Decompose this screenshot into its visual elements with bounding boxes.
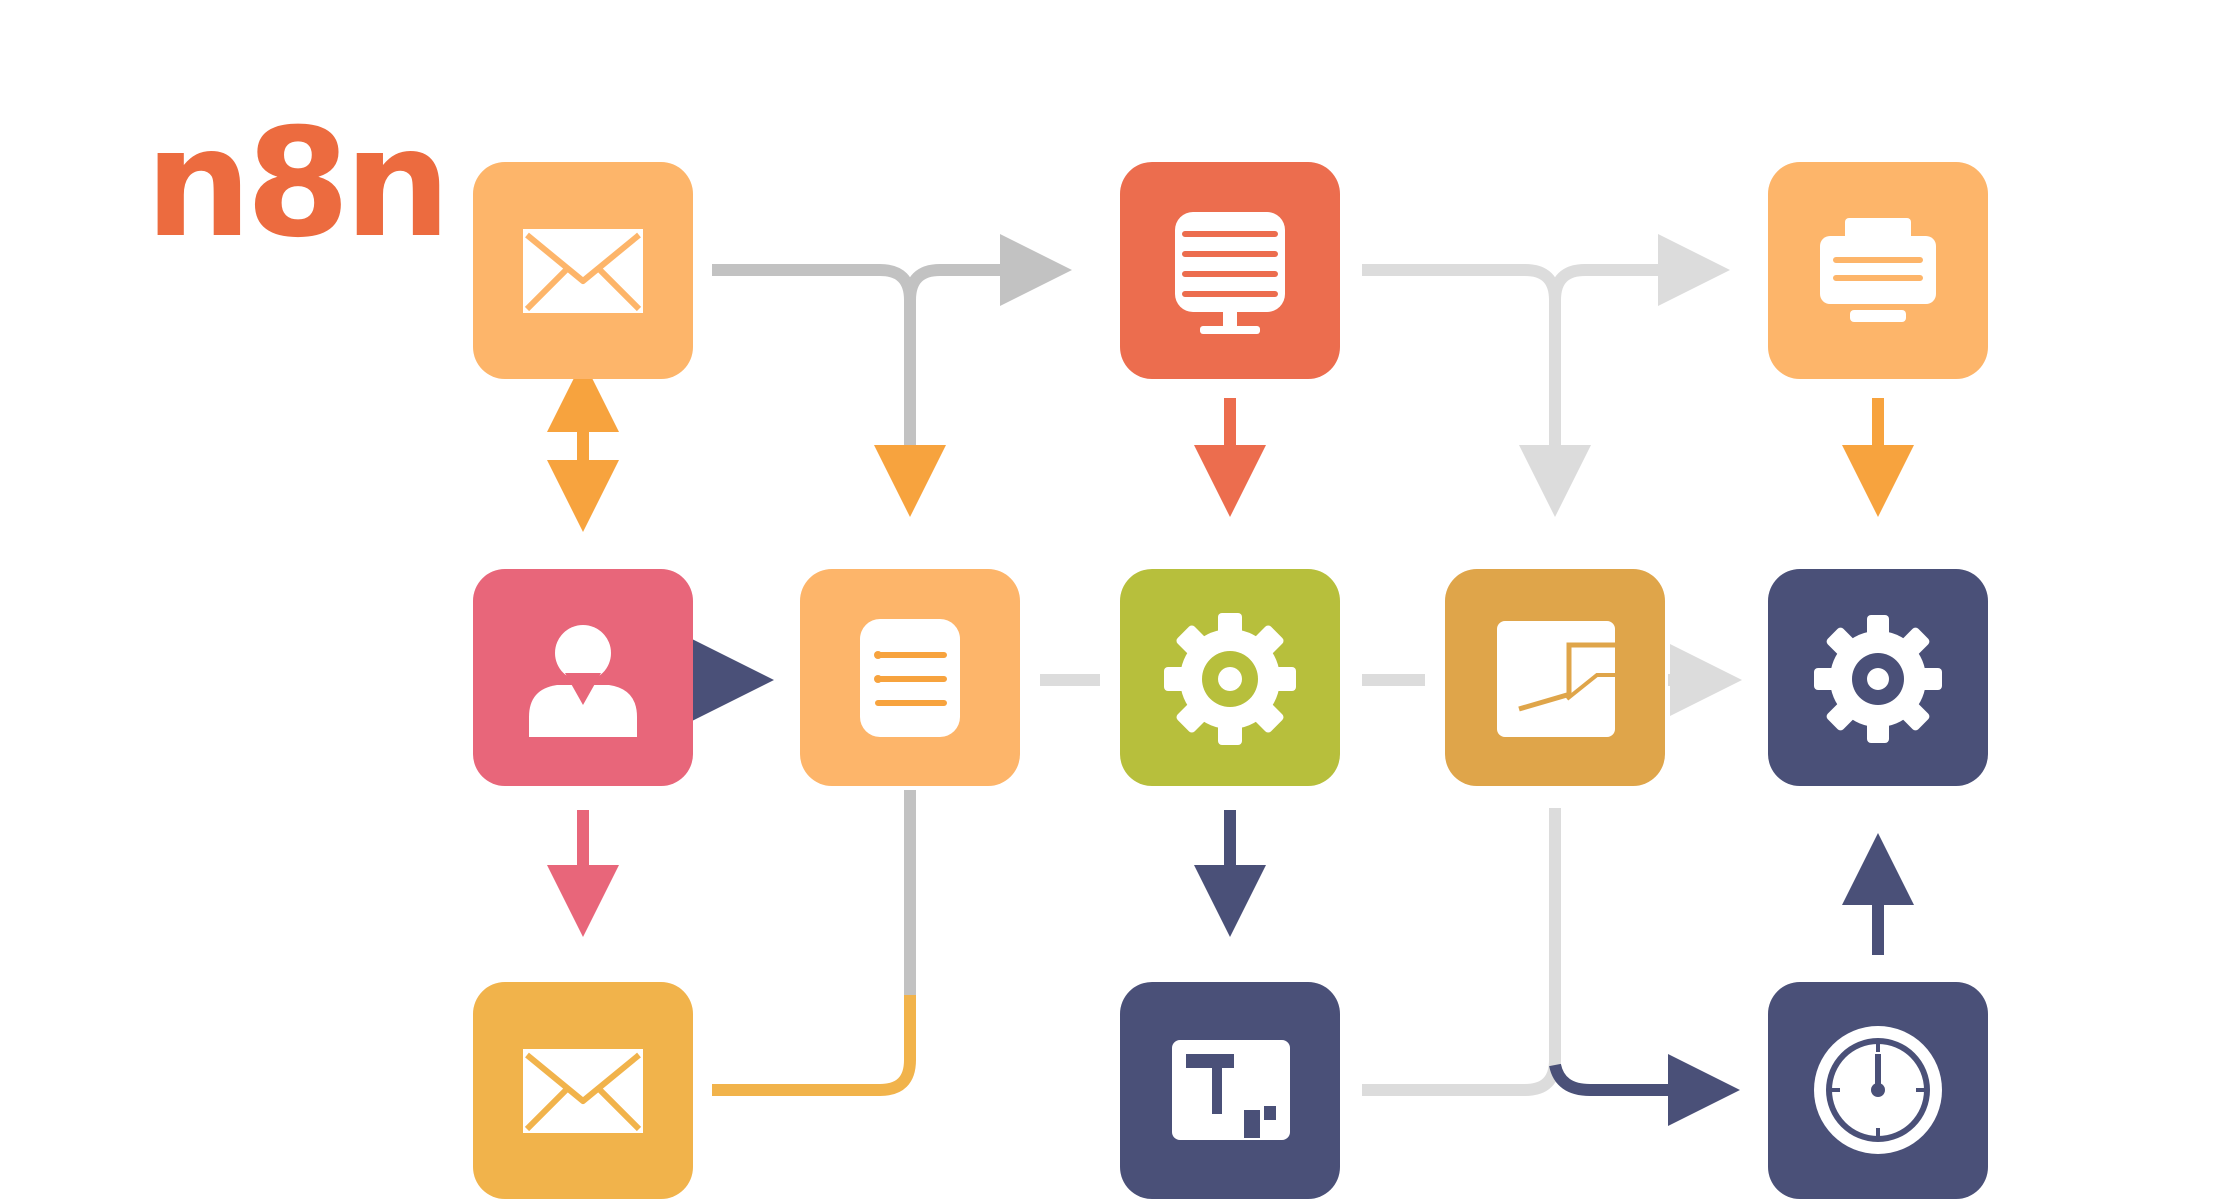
- connector-branch-to-printer: [1549, 234, 1730, 306]
- connector-database-to-printer: [1362, 264, 1561, 301]
- node-printer[interactable]: [1768, 162, 1988, 379]
- node-settings-green[interactable]: [1120, 569, 1340, 786]
- connector-delivery-right: [1362, 1059, 1561, 1096]
- node-email-send[interactable]: [473, 982, 693, 1199]
- connector-doclist-to-email-send: [712, 995, 916, 1096]
- node-schedule[interactable]: [1768, 982, 1988, 1199]
- envelope-icon: [523, 229, 643, 313]
- envelope-icon: [523, 1049, 643, 1133]
- connectors: [547, 234, 1914, 1126]
- box-icon: [1172, 1040, 1290, 1140]
- folder-icon: [1497, 621, 1615, 737]
- node-email-trigger[interactable]: [473, 162, 693, 379]
- connector-junction-to-schedule: [1549, 1054, 1740, 1126]
- node-document-list[interactable]: [800, 569, 1020, 786]
- connector-email-to-database: [712, 264, 916, 301]
- node-folder[interactable]: [1445, 569, 1665, 786]
- node-database[interactable]: [1120, 162, 1340, 379]
- printer-icon: [1820, 218, 1936, 322]
- node-settings-navy[interactable]: [1768, 569, 1988, 786]
- node-user[interactable]: [473, 569, 693, 786]
- database-icon: [1175, 212, 1285, 334]
- connector-branch-to-database: [904, 234, 1072, 306]
- clock-icon: [1814, 1026, 1942, 1154]
- document-list-icon: [860, 619, 960, 737]
- node-delivery[interactable]: [1120, 982, 1340, 1199]
- gear-icon: [1814, 615, 1942, 743]
- nodes: [473, 162, 1988, 1199]
- n8n-logo: n8n: [145, 97, 445, 271]
- user-icon: [529, 625, 637, 737]
- gear-icon: [1164, 613, 1296, 745]
